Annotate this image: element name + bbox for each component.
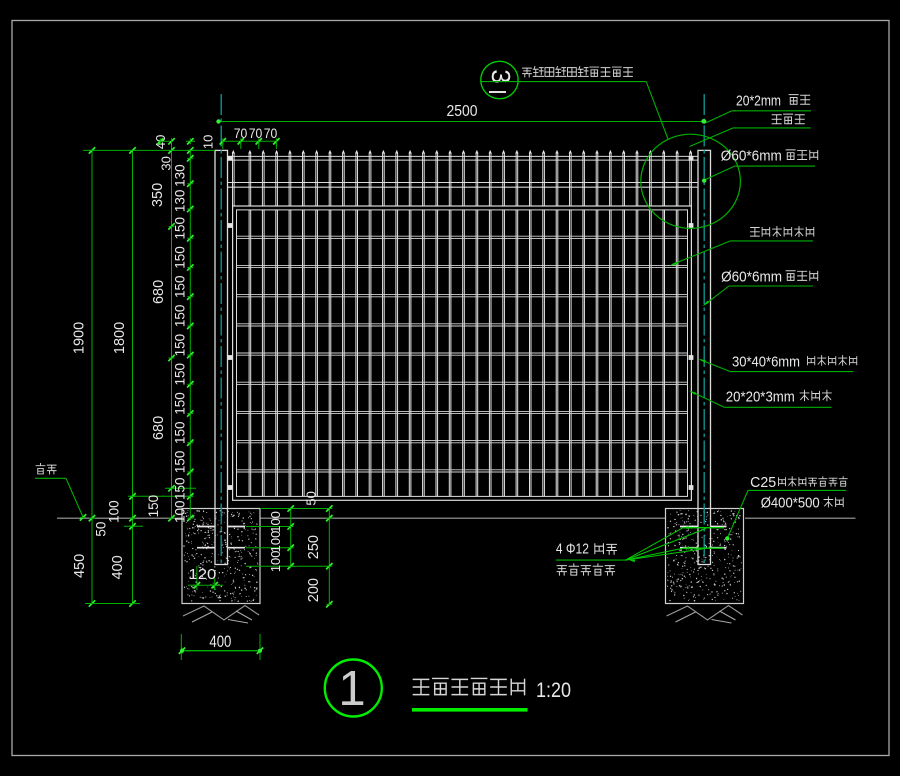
svg-text:3: 3 [486, 69, 516, 83]
svg-text:1900: 1900 [72, 322, 88, 354]
svg-text:150: 150 [172, 392, 187, 415]
svg-text:150: 150 [172, 363, 187, 386]
svg-text:Ø400*500: Ø400*500 [761, 494, 820, 511]
svg-text:2500: 2500 [447, 103, 478, 120]
svg-text:100: 100 [268, 511, 283, 533]
svg-text:20*20*3mm: 20*20*3mm [726, 388, 795, 405]
svg-text:400: 400 [110, 555, 126, 579]
svg-text:150: 150 [172, 217, 187, 240]
svg-text:250: 250 [306, 535, 322, 559]
svg-text:400: 400 [209, 633, 231, 651]
svg-text:450: 450 [72, 554, 88, 578]
svg-text:4 Φ12: 4 Φ12 [556, 542, 589, 558]
svg-text:150: 150 [146, 495, 161, 518]
svg-text:1800: 1800 [112, 322, 128, 354]
svg-text:100: 100 [172, 500, 187, 523]
svg-text:70: 70 [234, 126, 248, 141]
svg-text:20*2mm: 20*2mm [736, 92, 781, 109]
svg-text:200: 200 [306, 578, 322, 602]
svg-text:350: 350 [150, 183, 166, 207]
svg-text:150: 150 [172, 305, 187, 328]
svg-text:30*40*6mm: 30*40*6mm [732, 353, 800, 370]
svg-text:150: 150 [172, 421, 187, 444]
svg-text:680: 680 [151, 416, 167, 440]
svg-text:680: 680 [151, 280, 167, 304]
svg-text:100: 100 [107, 500, 122, 523]
svg-text:70: 70 [249, 126, 263, 141]
svg-text:120: 120 [188, 566, 216, 583]
svg-text:50: 50 [304, 491, 319, 505]
svg-text:150: 150 [172, 275, 187, 298]
svg-text:130: 130 [172, 164, 187, 187]
svg-text:150: 150 [172, 334, 187, 357]
svg-text:1:20: 1:20 [536, 679, 571, 702]
svg-text:C25: C25 [750, 474, 776, 491]
svg-text:150: 150 [172, 246, 187, 269]
svg-text:10: 10 [201, 135, 216, 149]
svg-text:70: 70 [264, 126, 278, 141]
svg-text:1: 1 [338, 662, 365, 716]
svg-text:100: 100 [268, 531, 283, 553]
svg-text:30: 30 [159, 156, 174, 170]
svg-text:150: 150 [172, 451, 187, 474]
svg-text:50: 50 [94, 522, 109, 537]
svg-text:100: 100 [268, 550, 283, 572]
svg-text:130: 130 [172, 190, 187, 213]
svg-text:Ø60*6mm: Ø60*6mm [721, 148, 782, 165]
svg-text:150: 150 [172, 477, 187, 500]
svg-text:Ø60*6mm: Ø60*6mm [721, 268, 782, 285]
